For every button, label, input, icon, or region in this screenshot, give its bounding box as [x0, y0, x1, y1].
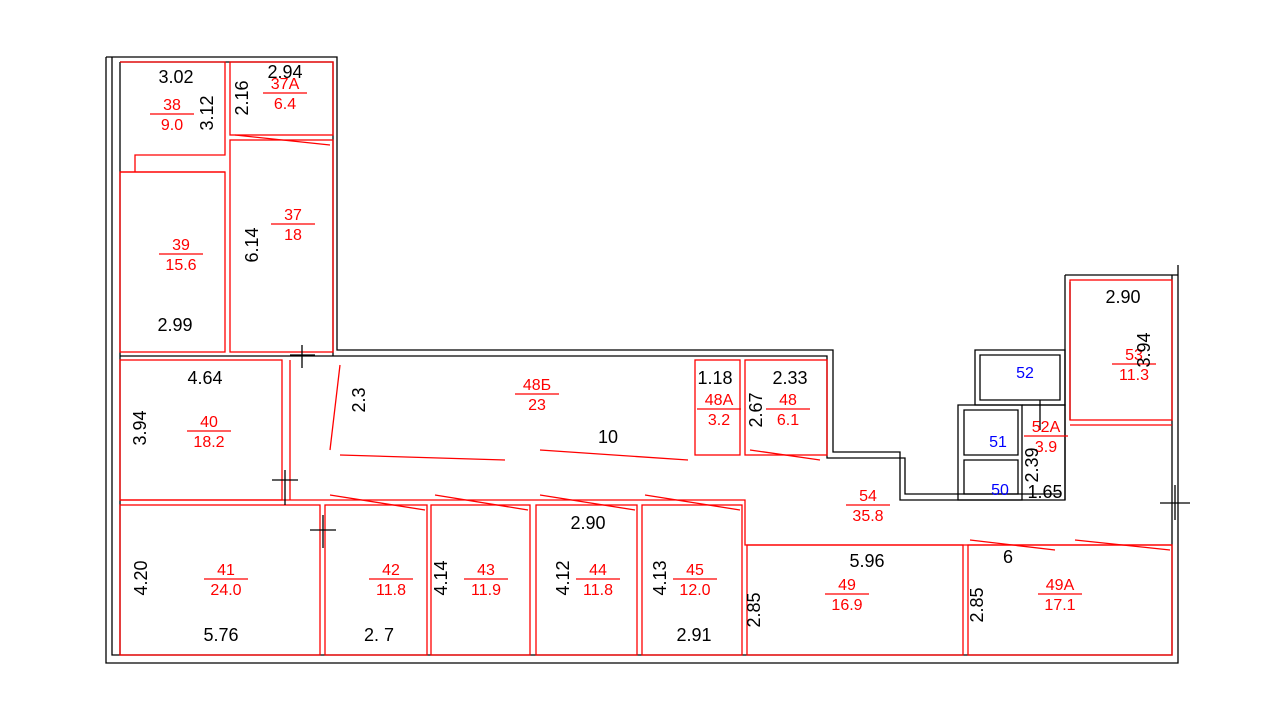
dimension-label: 2.90 — [570, 513, 605, 533]
dimension-label: 6 — [1003, 547, 1013, 567]
dimension-label: 1.65 — [1027, 482, 1062, 502]
dimension-label: 2. 7 — [364, 625, 394, 645]
dimension-label: 4.20 — [131, 560, 151, 595]
room-number: 42 — [382, 562, 400, 579]
room-label-48: 486.1 — [766, 392, 810, 429]
room-area: 3.2 — [708, 412, 730, 429]
room-area: 3.9 — [1035, 439, 1057, 456]
dimension-label: 1.18 — [697, 368, 732, 388]
dimension-label: 2.94 — [267, 62, 302, 82]
room-area: 6.4 — [274, 96, 296, 113]
room-number: 39 — [172, 237, 190, 254]
room-area: 12.0 — [679, 582, 710, 599]
room-number: 52А — [1032, 419, 1061, 436]
room-area: 11.8 — [583, 582, 613, 599]
room-label-54: 54 35.8 — [846, 488, 890, 525]
room-label-49: 49 16.9 — [825, 577, 869, 614]
room-area: 15.6 — [165, 257, 196, 274]
dimension-label: 3.94 — [1134, 332, 1154, 367]
room-number: 44 — [589, 562, 607, 579]
room-label-49А: 49А 17.1 — [1038, 577, 1082, 614]
room-number: 53 — [1125, 347, 1143, 364]
room-number: 45 — [686, 562, 704, 579]
service-room-52: 52 — [1016, 365, 1034, 382]
dimension-label: 4.13 — [650, 560, 670, 595]
room-area: 16.9 — [831, 597, 862, 614]
room-number: 48Б — [523, 377, 551, 394]
dimension-label: 2.90 — [1105, 287, 1140, 307]
dimension-label: 5.76 — [203, 625, 238, 645]
dimension-label: 2.85 — [744, 592, 764, 627]
room-label-40: 40 18.2 — [187, 414, 231, 451]
room-outlines — [119, 61, 1173, 656]
room-label-39: 39 15.6 — [159, 237, 203, 274]
room-area: 11.9 — [471, 582, 501, 599]
room-number: 49 — [838, 577, 856, 594]
service-room-50: 50 — [991, 482, 1009, 499]
room-area: 11.3 — [1119, 367, 1149, 384]
dimension-label: 2.16 — [232, 80, 252, 115]
room-number: 43 — [477, 562, 495, 579]
dimension-label: 3.94 — [130, 410, 150, 445]
room-area: 6.1 — [777, 412, 799, 429]
room-number: 54 — [859, 488, 877, 505]
room-number: 38 — [163, 97, 181, 114]
room-label-44: 44 11.8 — [576, 562, 620, 599]
room-area: 35.8 — [852, 508, 883, 525]
room-label-53: 53 11.3 — [1112, 347, 1156, 384]
room-area: 9.0 — [161, 117, 183, 134]
dimension-label: 2.67 — [746, 392, 766, 427]
doors — [234, 134, 1171, 551]
room-label-38: 389.0 — [150, 97, 194, 134]
dimension-label: 5.96 — [849, 551, 884, 571]
dimension-label: 10 — [598, 427, 618, 447]
room-label-43: 43 11.9 — [464, 562, 508, 599]
dimension-label: 2.99 — [157, 315, 192, 335]
room-number: 37 — [284, 207, 302, 224]
room-number: 49А — [1046, 577, 1075, 594]
dimension-label: 4.64 — [187, 368, 222, 388]
dimension-label: 4.14 — [431, 560, 451, 595]
service-room-51: 51 — [989, 434, 1007, 451]
dimension-label: 4.12 — [553, 560, 573, 595]
room-area: 23 — [528, 397, 546, 414]
room-area: 11.8 — [376, 582, 406, 599]
dimension-label: 2.3 — [349, 387, 369, 412]
room-area: 17.1 — [1044, 597, 1075, 614]
room-number: 40 — [200, 414, 218, 431]
dimension-label: 3.12 — [197, 95, 217, 130]
room-number: 37А — [271, 76, 300, 93]
dimension-label: 2.39 — [1022, 447, 1042, 482]
room-number: 48А — [705, 392, 734, 409]
dimension-label: 6.14 — [242, 227, 262, 262]
room-number: 48 — [779, 392, 797, 409]
dimension-labels: 3.023.12 2.94 2.16 6.14 2.99 4.64 3.94 2.3 10 1.1… — [130, 62, 1154, 645]
dimension-label: 2.85 — [967, 587, 987, 622]
service-room-labels: 52 51 50 — [989, 365, 1034, 499]
dimension-label: 3.02 — [158, 67, 193, 87]
room-area: 18 — [284, 227, 302, 244]
room-area: 24.0 — [210, 582, 241, 599]
room-number: 41 — [217, 562, 235, 579]
door-ticks — [272, 345, 1190, 548]
room-label-41: 41 24.0 — [204, 562, 248, 599]
room-area: 18.2 — [193, 434, 224, 451]
dimension-label: 2.33 — [772, 368, 807, 388]
room-label-42: 42 11.8 — [369, 562, 413, 599]
room-label-45: 45 12.0 — [673, 562, 717, 599]
dimension-label: 2.91 — [676, 625, 711, 645]
